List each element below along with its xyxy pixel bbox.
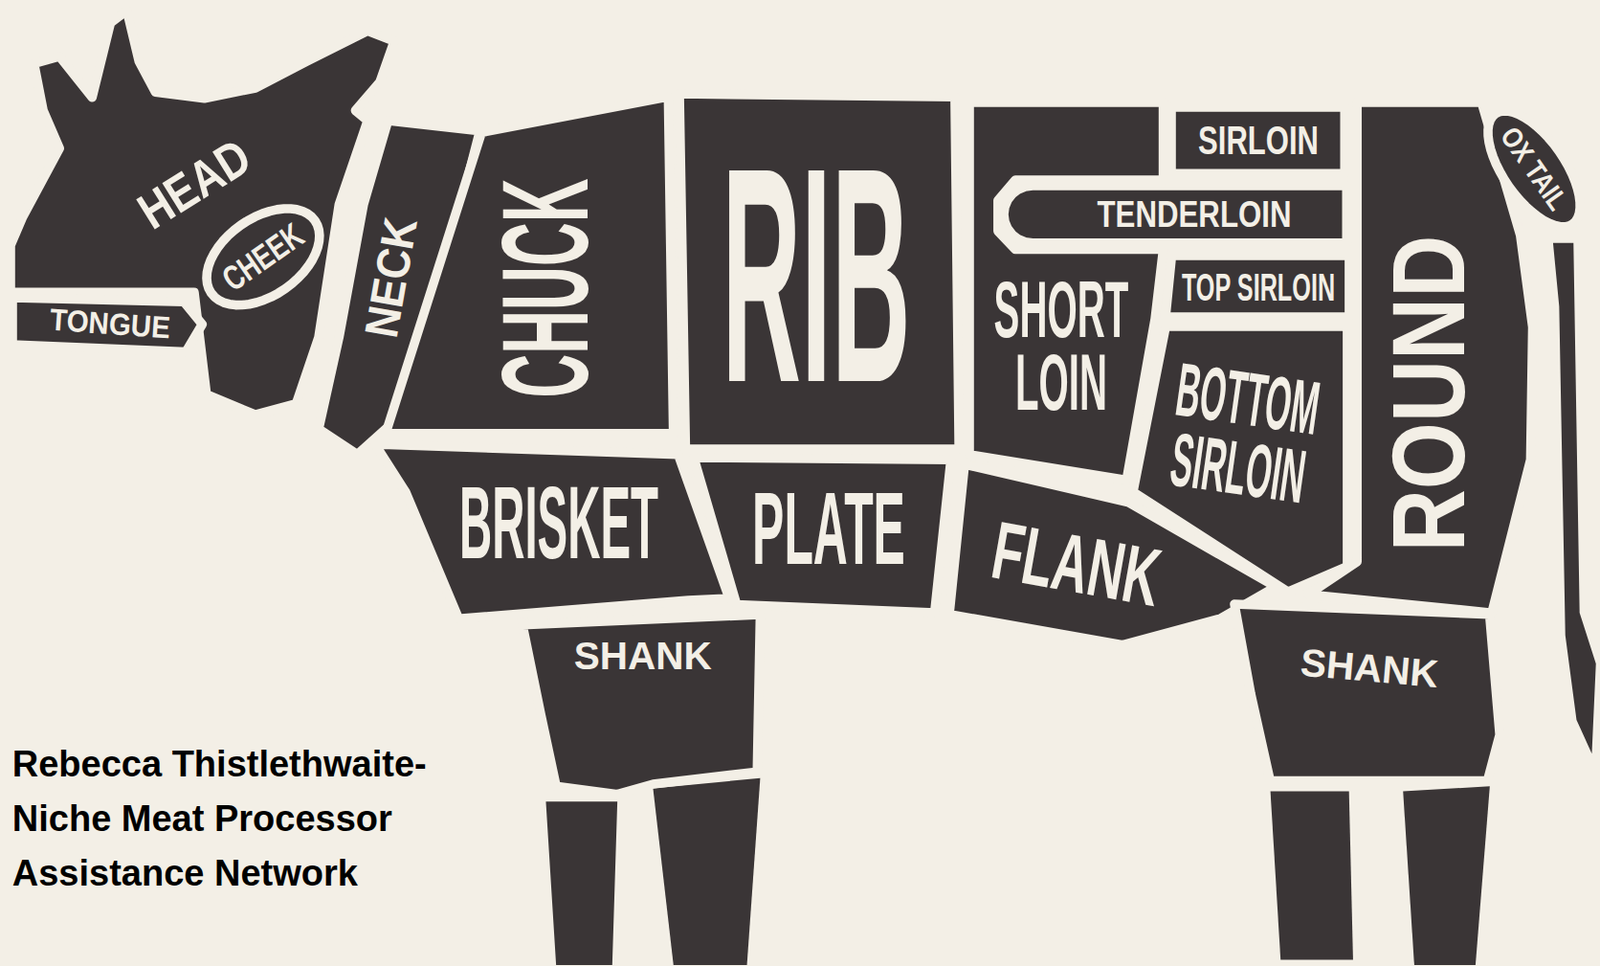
cut-label: TOP SIRLOIN: [1181, 266, 1335, 307]
cut-outline: [375, 444, 730, 619]
cut-region: TOP SIRLOIN: [1165, 255, 1350, 317]
cut-outline: [679, 93, 959, 449]
cut-label: RIB: [721, 122, 911, 429]
cut-outline: [1165, 255, 1350, 317]
cut-outline: [206, 208, 320, 306]
cut-region: BRISKET: [375, 444, 730, 619]
cut-outline: [949, 464, 1276, 645]
cut-region: SHANK: [522, 614, 760, 795]
cut-label: SHORT LOIN: [994, 273, 1130, 421]
cut-outline: [522, 614, 760, 795]
credit-text: Rebecca Thistlethwaite- Niche Meat Proce…: [12, 736, 515, 901]
front-leg: [652, 777, 760, 965]
cut-label: SHANK: [574, 635, 712, 675]
cut-region: CHEEK: [206, 208, 320, 306]
rear-leg: [1402, 785, 1490, 965]
cut-outline: [1234, 603, 1500, 780]
front-leg: [545, 800, 618, 965]
cut-label: BRISKET: [459, 471, 659, 575]
cut-outline: [969, 102, 1164, 481]
cut-region: PLATE: [693, 457, 952, 613]
cut-outline: [385, 96, 674, 434]
cut-outline: [693, 457, 952, 613]
cut-label: ROUND: [1377, 234, 1481, 552]
cut-region: OX TAIL: [1488, 111, 1580, 227]
cut-outline: [12, 297, 202, 353]
cut-label: SIRLOIN: [1198, 119, 1319, 161]
cut-label: CHUCK: [484, 177, 607, 398]
cut-outline: [1003, 185, 1347, 244]
cut-label: TENDERLOIN: [1096, 196, 1291, 233]
cut-label: PLATE: [752, 477, 906, 580]
cut-region: SHORT LOIN: [969, 102, 1164, 481]
cut-region: SHANK: [1234, 603, 1500, 780]
cut-region: CHUCK: [385, 96, 674, 434]
cut-outline: [1488, 111, 1580, 227]
cut-region: TONGUE: [12, 297, 202, 353]
cut-region: TENDERLOIN: [1003, 185, 1347, 244]
tail: [1553, 243, 1597, 754]
cut-label: BOTTOM SIRLOIN: [1162, 355, 1324, 513]
cut-outline: [1171, 107, 1345, 174]
cut-region: SIRLOIN: [1171, 107, 1345, 174]
rear-leg: [1270, 791, 1354, 960]
cut-region: RIB: [679, 93, 959, 449]
cut-region: FLANK: [949, 464, 1276, 645]
cut-shape: [1234, 603, 1500, 780]
cut-label: TONGUE: [48, 304, 172, 344]
